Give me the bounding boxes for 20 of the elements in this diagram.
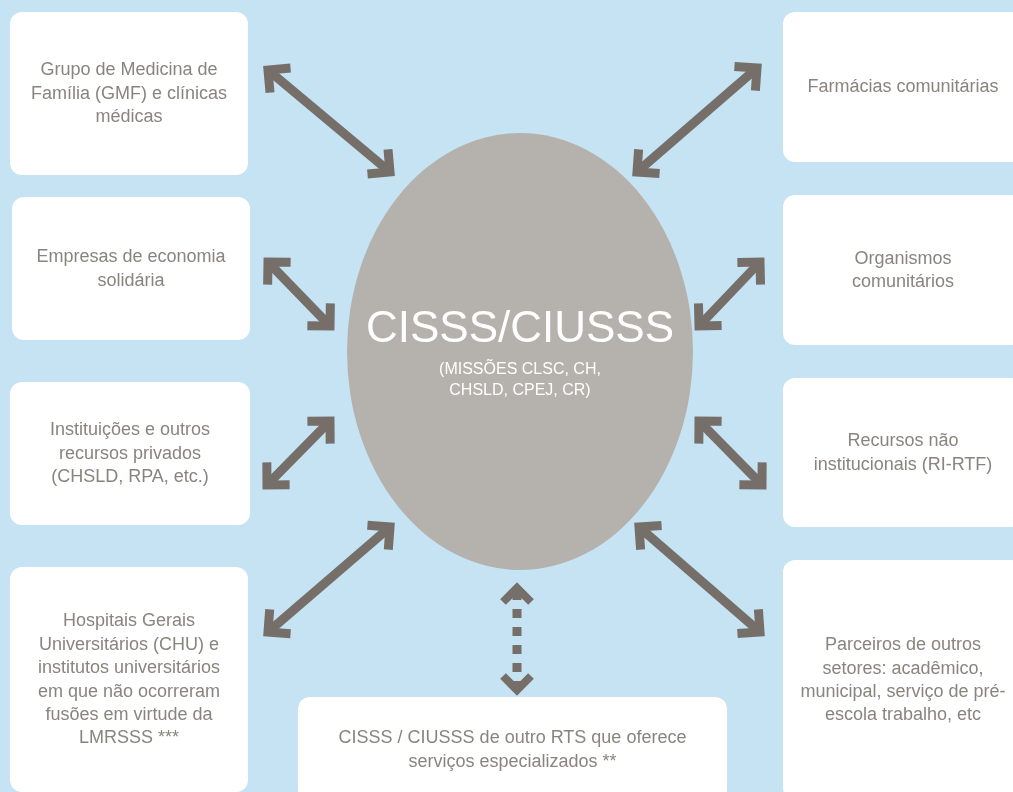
partner-box: Hospitais Gerais Universitários (CHU) e institutos universitários em que não ocorreram fusões em virtude da LMRSSS *** [10, 567, 248, 792]
double-arrow [263, 63, 395, 179]
double-arrow [632, 61, 762, 179]
partner-box: CISSS / CIUSSS de outro RTS que oferece serviços especializados ** [298, 697, 727, 792]
partner-box: Parceiros de outros setores: acadêmico, municipal, serviço de pré-escola trabalho, etc [783, 560, 1013, 792]
double-arrow [263, 257, 335, 331]
partner-box: Recursos não institucionais (RI-RTF) [783, 378, 1013, 527]
double-arrow [693, 257, 766, 331]
center-subtitle: (MISSÕES CLSC, CH, CHSLD, CPEJ, CR) [438, 358, 602, 400]
double-arrow [263, 520, 395, 639]
partner-box: Organismos comunitários [783, 195, 1013, 345]
center-title: CISSS/CIUSSS [365, 302, 675, 351]
double-arrow [262, 416, 335, 490]
double-arrow [499, 584, 535, 694]
double-arrow [694, 416, 767, 490]
partner-box: Instituições e outros recursos privados (CHSLD, RPA, etc.) [10, 382, 250, 525]
partner-box: Grupo de Medicina de Família (GMF) e clínicas médicas [10, 12, 248, 175]
partner-box: Empresas de economia solidária [12, 197, 250, 340]
double-arrow [634, 520, 765, 639]
partner-box: Farmácias comunitárias [783, 12, 1013, 162]
